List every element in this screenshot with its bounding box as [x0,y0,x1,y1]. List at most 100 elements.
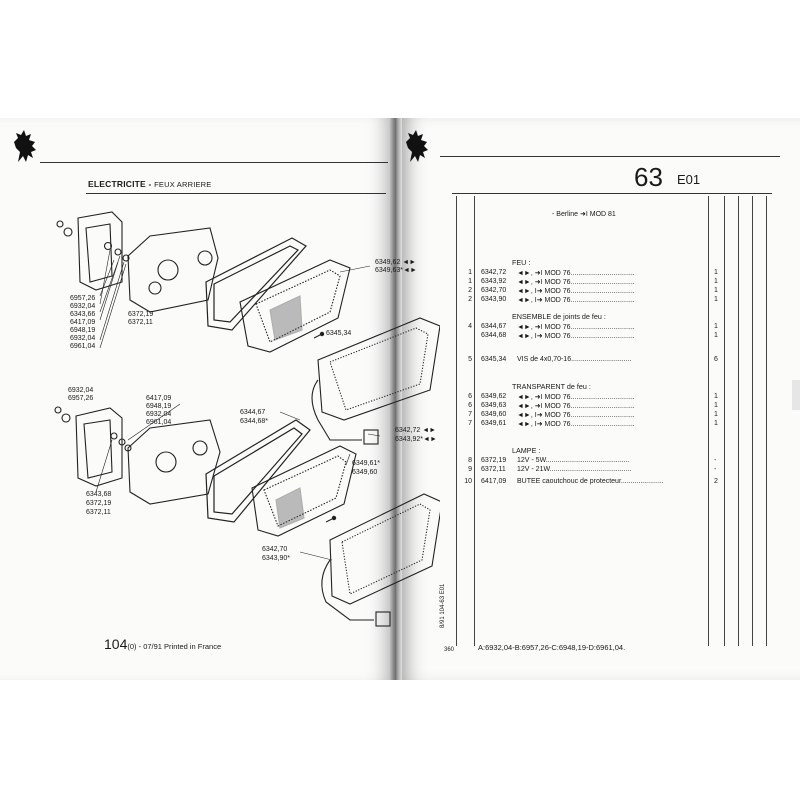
callout: 6961,04 [146,419,171,426]
group-heading: ENSEMBLE de joints de feu : [512,312,606,321]
callout: 6344,68* [240,418,268,425]
group-heading: LAMPE : [512,446,541,455]
group-heading: FEU : [512,258,531,267]
upper-lens [239,259,351,353]
title-rule-left [86,193,386,194]
part-description: 12V - 5W................................… [517,457,630,464]
part-description: ◄►, I➜ MOD 76...........................… [517,297,635,304]
callout: 6372,11 [128,319,153,326]
callouts-bottom: 6342,70 6343,90* [262,546,290,562]
callouts-mid-right: 6342,72 ◄► 6343,92*◄► [395,427,437,443]
part-description: ◄►, I➜ MOD 76...........................… [517,421,635,428]
model-line: - Berline ➜I MOD 81 [552,211,616,218]
part-reference: 6349,61 [481,420,507,427]
callouts-lower-left-bottom: 6343,68 6372,19 6372,11 [86,491,111,516]
callout: 6344,67 [240,409,265,416]
rear-light-exploded-diagram: 6957,26 6932,04 6343,66 6417,09 6948,19 … [54,211,440,627]
callouts-lower-left-mid: 6417,09 6948,19 6932,04 6961,04 [146,395,171,426]
part-quantity: 1 [714,402,718,409]
part-quantity: - [714,457,717,464]
top-rule-left [40,162,388,163]
callout: 6961,04 [70,343,95,350]
part-index: 5 [468,356,472,363]
part-reference: 6349,63 [481,402,507,409]
part-reference: 6343,90 [481,296,507,303]
callout: 6349,62 ◄► [375,259,416,266]
callout: 6342,72 ◄► [395,427,436,434]
part-description: ◄►, ➜I MOD 76...........................… [517,403,635,410]
part-index: 9 [468,466,472,473]
right-footer-page: 360 [444,647,455,653]
part-quantity: - [714,466,717,473]
part-reference: 6342,72 [481,269,507,276]
peugeot-lion-logo-right [406,130,428,162]
part-description: ◄►, ➜I MOD 76...........................… [517,324,635,331]
callout: 6932,04 [70,335,95,342]
part-description: BUTEE caoutchouc de protecteur..........… [517,478,664,485]
callout: 6343,90* [262,555,290,562]
callout: 6342,70 [262,546,287,553]
part-quantity: 1 [714,287,718,294]
part-description: ◄►, ➜I MOD 76...........................… [517,270,635,277]
callout: 6957,26 [70,295,95,302]
left-footer: 104(0) - 07/91 Printed in France [104,636,221,652]
column-divider [766,196,767,646]
section-code: E01 [677,172,701,187]
part-quantity: 6 [714,356,718,363]
title-separator: - [148,179,152,189]
part-quantity: 1 [714,420,718,427]
callouts-top-left: 6957,26 6932,04 6343,66 6417,09 6948,19 … [70,295,95,350]
callout: 6948,19 [70,327,95,334]
part-reference: 6344,67 [481,323,507,330]
assembled-rear-lamp-lower [321,493,440,627]
part-quantity: 1 [714,332,718,339]
footer-print-info: (0) - 07/91 Printed in France [127,642,222,651]
column-divider [724,196,725,646]
column-divider [738,196,739,646]
part-index: 2 [468,296,472,303]
part-reference: 6345,34 [481,356,507,363]
callouts-lower-left-top: 6932,04 6957,26 [68,387,93,402]
screw-fasteners [313,331,337,523]
part-index: 1 [468,269,472,276]
peugeot-lion-logo-left [14,130,36,162]
part-description: ◄►, I➜ MOD 76...........................… [517,333,635,340]
callouts-lower-mid: 6344,67 6344,68* [240,409,268,425]
part-quantity: 1 [714,269,718,276]
callout: 6349,63*◄► [375,267,417,274]
callout: 6948,19 [146,403,171,410]
group-heading: TRANSPARENT de feu : [512,382,591,391]
part-reference: 6349,62 [481,393,507,400]
section-subtitle: FEUX ARRIERE [154,180,212,189]
part-index: 4 [468,323,472,330]
callout: 6932,04 [68,387,93,394]
callout: 6349,61* [352,460,380,467]
callout: 6343,92*◄► [395,436,437,443]
callout: 6417,09 [70,319,95,326]
part-index: 7 [468,411,472,418]
top-rule-right [440,156,780,157]
left-page [0,118,392,680]
part-quantity: 1 [714,393,718,400]
part-index: 2 [468,287,472,294]
lower-lens [251,445,357,537]
lower-gasket [205,419,311,523]
part-index: 10 [464,478,472,485]
callouts-top-mid: 6372,19 6372,11 [128,311,153,326]
part-description: ◄►, I➜ MOD 76...........................… [517,288,635,295]
page-edge [792,380,800,410]
callout: 6349,60 [352,469,377,476]
part-index: 1 [468,278,472,285]
part-description: ◄►, ➜I MOD 76...........................… [517,279,635,286]
part-quantity: 1 [714,278,718,285]
part-reference: 6349,60 [481,411,507,418]
part-quantity: 1 [714,411,718,418]
page-number: 63 [634,162,663,192]
part-reference: 6372,19 [481,457,507,464]
callout: 6417,09 [146,395,171,402]
part-quantity: 1 [714,296,718,303]
callout: 6932,04 [146,411,171,418]
assembled-rear-lamp-upper [311,317,440,445]
part-reference: 6417,09 [481,478,507,485]
part-quantity: 2 [714,478,718,485]
